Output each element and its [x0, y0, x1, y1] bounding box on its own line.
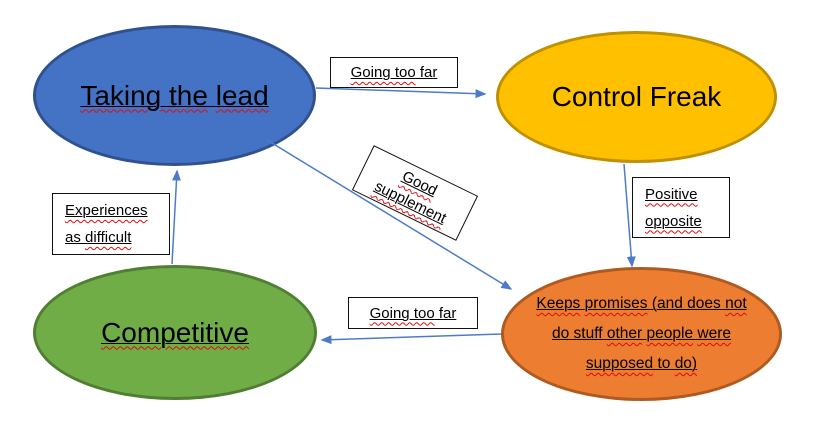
node-control-freak-label: Control Freak	[551, 81, 722, 112]
arrow-control-freak-to-keeps-promises	[623, 163, 636, 268]
arrow-competitive-to-taking-lead	[171, 169, 181, 265]
node-taking-the-lead-label: Taking the lead	[80, 79, 269, 111]
edge-label-going-too-far-top-text: Going too far	[350, 64, 438, 81]
node-control-freak: Control Freak	[496, 31, 777, 163]
edge-label-going-too-far-bottom: Going too far	[348, 297, 478, 329]
edge-label-going-too-far-top: Going too far	[330, 57, 458, 88]
arrow-keeps-promises-to-competitive	[320, 333, 502, 345]
edge-label-going-too-far-bottom-text: Going too far	[369, 304, 457, 322]
node-competitive-label: Competitive	[101, 316, 249, 348]
arrow-taking-lead-to-control-freak	[315, 87, 487, 99]
node-competitive: Competitive	[33, 265, 317, 400]
node-taking-the-lead: Taking the lead	[33, 25, 316, 166]
